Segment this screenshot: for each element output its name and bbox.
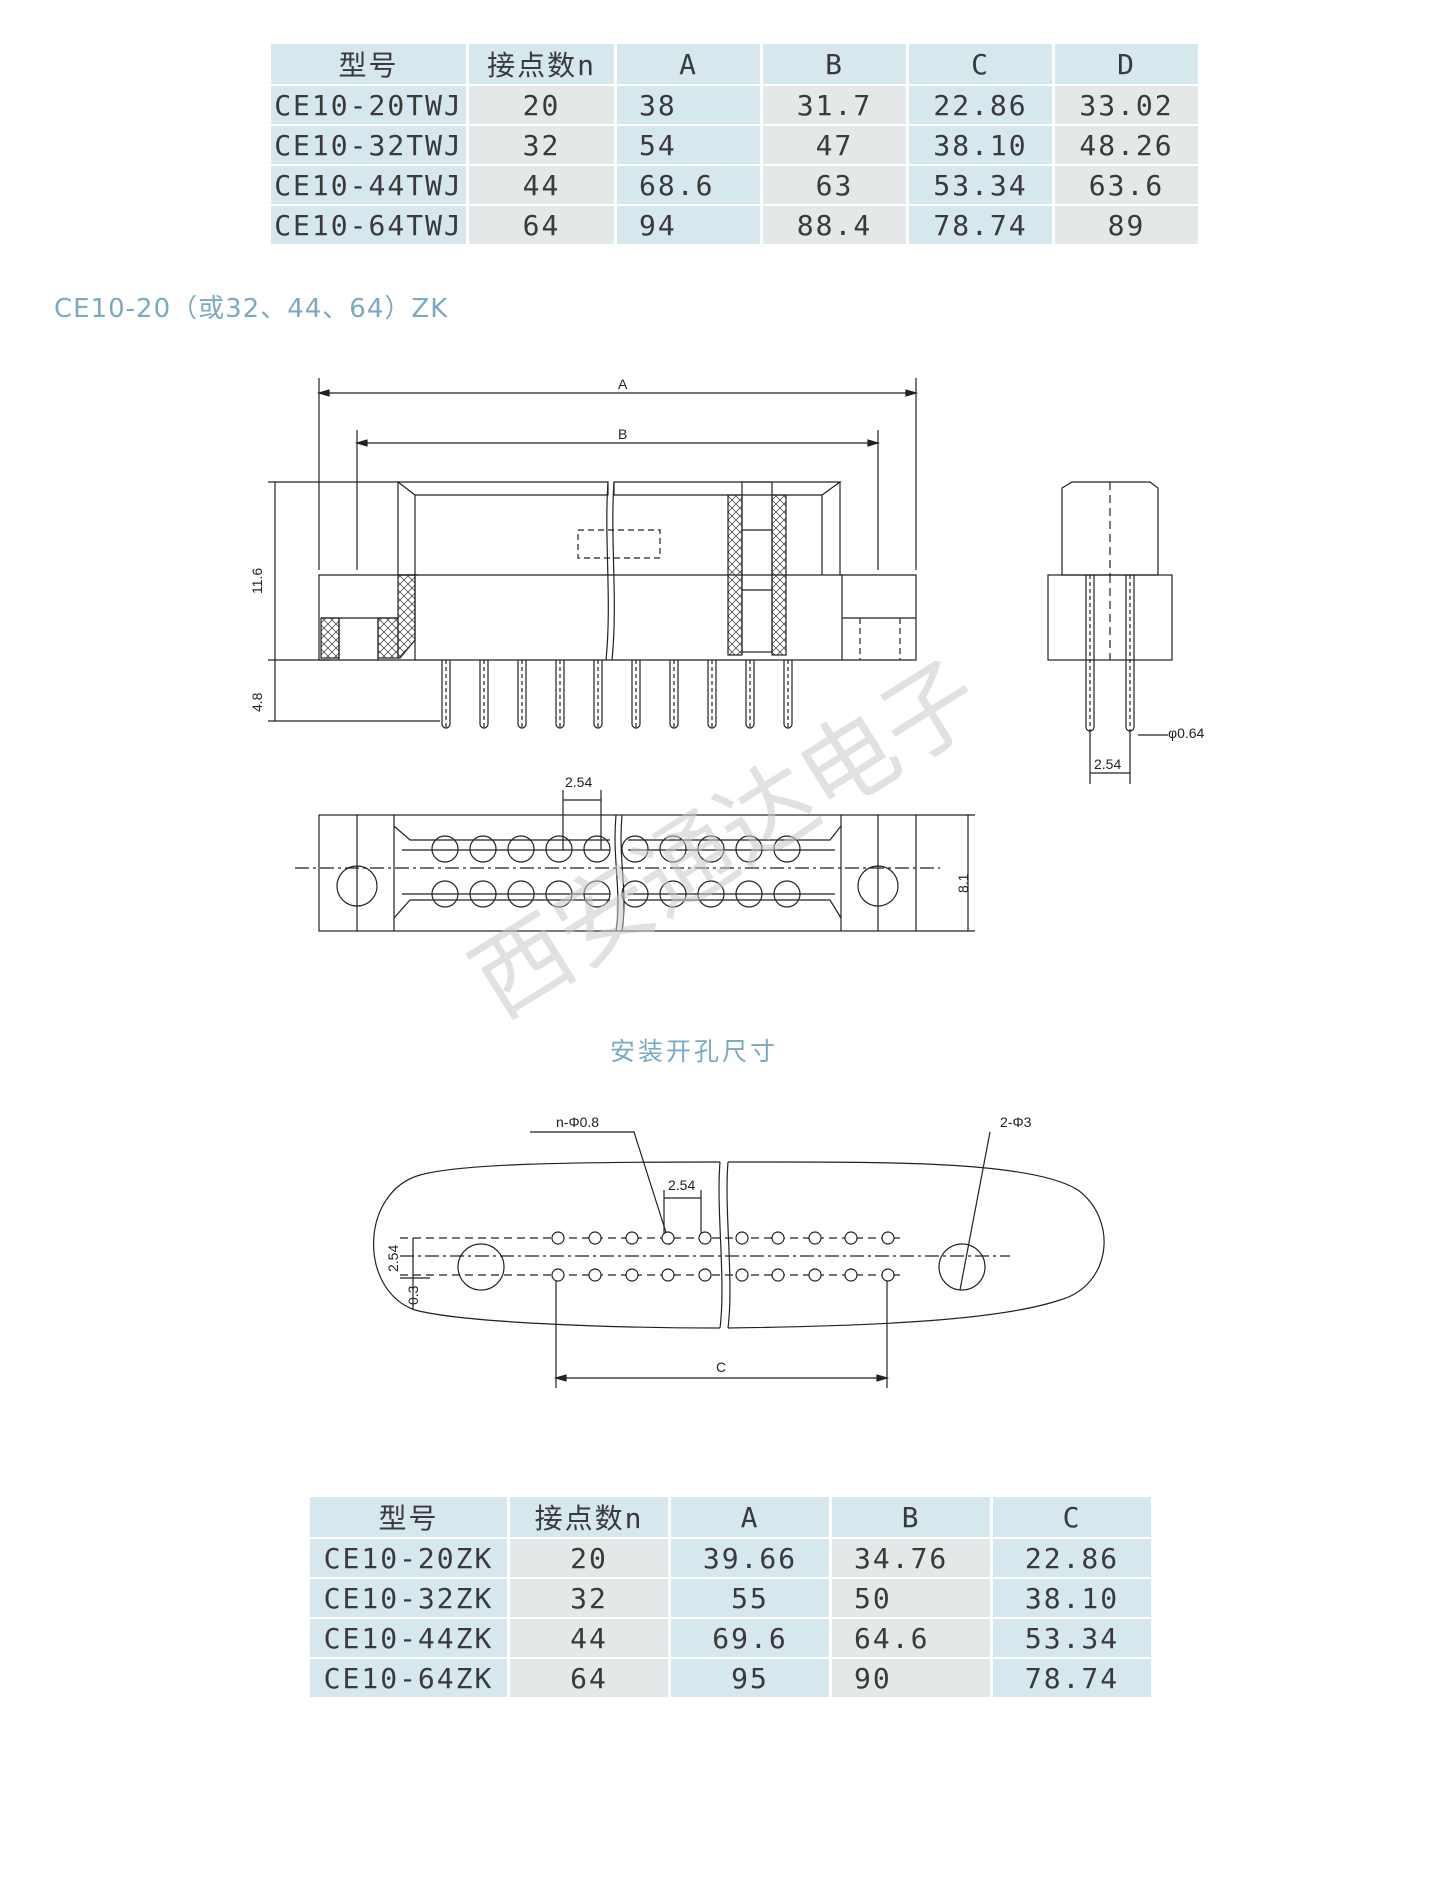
cell-b: 88.4 bbox=[763, 206, 909, 246]
cell-model: CE10-20TWJ bbox=[271, 86, 469, 126]
cell-model: CE10-32TWJ bbox=[271, 126, 469, 166]
cell-b: 47 bbox=[763, 126, 909, 166]
table-row: CE10-20TWJ 20 38 31.7 22.86 33.02 bbox=[271, 86, 1201, 126]
col-header-b: B bbox=[763, 44, 909, 86]
col-header-contacts: 接点数n bbox=[469, 44, 617, 86]
cell-c: 78.74 bbox=[909, 206, 1055, 246]
col-header-c: C bbox=[909, 44, 1055, 86]
cell-b: 31.7 bbox=[763, 86, 909, 126]
cell-c: 22.86 bbox=[993, 1539, 1154, 1579]
dim-pin-label: 4.8 bbox=[249, 692, 265, 712]
table-row: CE10-32ZK 32 55 50 38.10 bbox=[310, 1579, 1154, 1619]
cell-contacts: 32 bbox=[510, 1579, 671, 1619]
cell-c: 38.10 bbox=[993, 1579, 1154, 1619]
cell-model: CE10-44ZK bbox=[310, 1619, 510, 1659]
cell-c: 53.34 bbox=[909, 166, 1055, 206]
cell-b: 90 bbox=[832, 1659, 993, 1699]
cell-b: 63 bbox=[763, 166, 909, 206]
table-header-row: 型号 接点数n A B C D bbox=[271, 44, 1201, 86]
dim-a-label: A bbox=[618, 376, 628, 392]
cell-d: 48.26 bbox=[1055, 126, 1201, 166]
contact-holes bbox=[431, 835, 801, 908]
table-row: CE10-32TWJ 32 54 47 38.10 48.26 bbox=[271, 126, 1201, 166]
col-header-model: 型号 bbox=[271, 44, 469, 86]
col-header-b: B bbox=[832, 1497, 993, 1539]
spec-table-zk: 型号 接点数n A B C CE10-20ZK 20 39.66 34.76 2… bbox=[310, 1497, 1154, 1699]
connector-drawing: A B 11.6 4.8 2.54 8.1 2.54 φ0.64 西安通达电子 bbox=[249, 376, 1205, 1040]
table-header-row: 型号 接点数n A B C bbox=[310, 1497, 1154, 1539]
cell-contacts: 44 bbox=[510, 1619, 671, 1659]
table-row: CE10-44TWJ 44 68.6 63 53.34 63.6 bbox=[271, 166, 1201, 206]
hole-label: n-Φ0.8 bbox=[556, 1114, 599, 1130]
cell-c: 78.74 bbox=[993, 1659, 1154, 1699]
table-row: CE10-44ZK 44 69.6 64.6 53.34 bbox=[310, 1619, 1154, 1659]
dim-pin-dia-label: φ0.64 bbox=[1168, 725, 1205, 741]
row-spacing-label: 2.54 bbox=[385, 1245, 401, 1272]
cell-a: 95 bbox=[671, 1659, 832, 1699]
cell-contacts: 64 bbox=[510, 1659, 671, 1699]
table-row: CE10-64TWJ 64 94 88.4 78.74 89 bbox=[271, 206, 1201, 246]
section-heading: CE10-20（或32、44、64）ZK bbox=[54, 294, 449, 324]
cell-a: 38 bbox=[617, 86, 763, 126]
cell-b: 34.76 bbox=[832, 1539, 993, 1579]
table-row: CE10-64ZK 64 95 90 78.74 bbox=[310, 1659, 1154, 1699]
cell-model: CE10-64TWJ bbox=[271, 206, 469, 246]
cell-contacts: 20 bbox=[510, 1539, 671, 1579]
cell-b: 64.6 bbox=[832, 1619, 993, 1659]
cell-a: 69.6 bbox=[671, 1619, 832, 1659]
col-header-contacts: 接点数n bbox=[510, 1497, 671, 1539]
cell-model: CE10-44TWJ bbox=[271, 166, 469, 206]
cell-contacts: 64 bbox=[469, 206, 617, 246]
table-row: CE10-20ZK 20 39.66 34.76 22.86 bbox=[310, 1539, 1154, 1579]
pin-group bbox=[441, 660, 793, 729]
col-header-a: A bbox=[617, 44, 763, 86]
cell-contacts: 20 bbox=[469, 86, 617, 126]
cell-contacts: 32 bbox=[469, 126, 617, 166]
cell-a: 94 bbox=[617, 206, 763, 246]
offset-label: 0.3 bbox=[405, 1285, 421, 1305]
dim-height-label: 11.6 bbox=[249, 568, 265, 594]
cell-a: 68.6 bbox=[617, 166, 763, 206]
cell-a: 55 bbox=[671, 1579, 832, 1619]
cell-model: CE10-32ZK bbox=[310, 1579, 510, 1619]
cell-d: 89 bbox=[1055, 206, 1201, 246]
cell-d: 63.6 bbox=[1055, 166, 1201, 206]
pcb-holes bbox=[551, 1231, 895, 1282]
cell-d: 33.02 bbox=[1055, 86, 1201, 126]
pitch-label: 2.54 bbox=[668, 1177, 695, 1193]
cell-model: CE10-20ZK bbox=[310, 1539, 510, 1579]
dim-b-label: B bbox=[618, 426, 627, 442]
dim-c-label: C bbox=[716, 1359, 726, 1375]
cell-a: 39.66 bbox=[671, 1539, 832, 1579]
mount-hole-label: 2-Φ3 bbox=[1000, 1114, 1032, 1130]
mount-caption: 安装开孔尺寸 bbox=[610, 1037, 779, 1066]
mount-cutout-drawing: n-Φ0.8 2-Φ3 2.54 2.54 0.3 C bbox=[373, 1114, 1105, 1388]
dim-side-pitch-label: 2.54 bbox=[1094, 756, 1121, 772]
cell-contacts: 44 bbox=[469, 166, 617, 206]
dim-pitch-label: 2.54 bbox=[565, 774, 592, 790]
col-header-a: A bbox=[671, 1497, 832, 1539]
cell-c: 53.34 bbox=[993, 1619, 1154, 1659]
cell-c: 22.86 bbox=[909, 86, 1055, 126]
dim-row-label: 8.1 bbox=[955, 873, 971, 893]
col-header-model: 型号 bbox=[310, 1497, 510, 1539]
col-header-d: D bbox=[1055, 44, 1201, 86]
col-header-c: C bbox=[993, 1497, 1154, 1539]
spec-table-twj: 型号 接点数n A B C D CE10-20TWJ 20 38 31.7 22… bbox=[271, 44, 1201, 246]
cell-a: 54 bbox=[617, 126, 763, 166]
watermark-text: 西安通达电子 bbox=[453, 639, 1001, 1039]
cell-b: 50 bbox=[832, 1579, 993, 1619]
cell-c: 38.10 bbox=[909, 126, 1055, 166]
cell-model: CE10-64ZK bbox=[310, 1659, 510, 1699]
